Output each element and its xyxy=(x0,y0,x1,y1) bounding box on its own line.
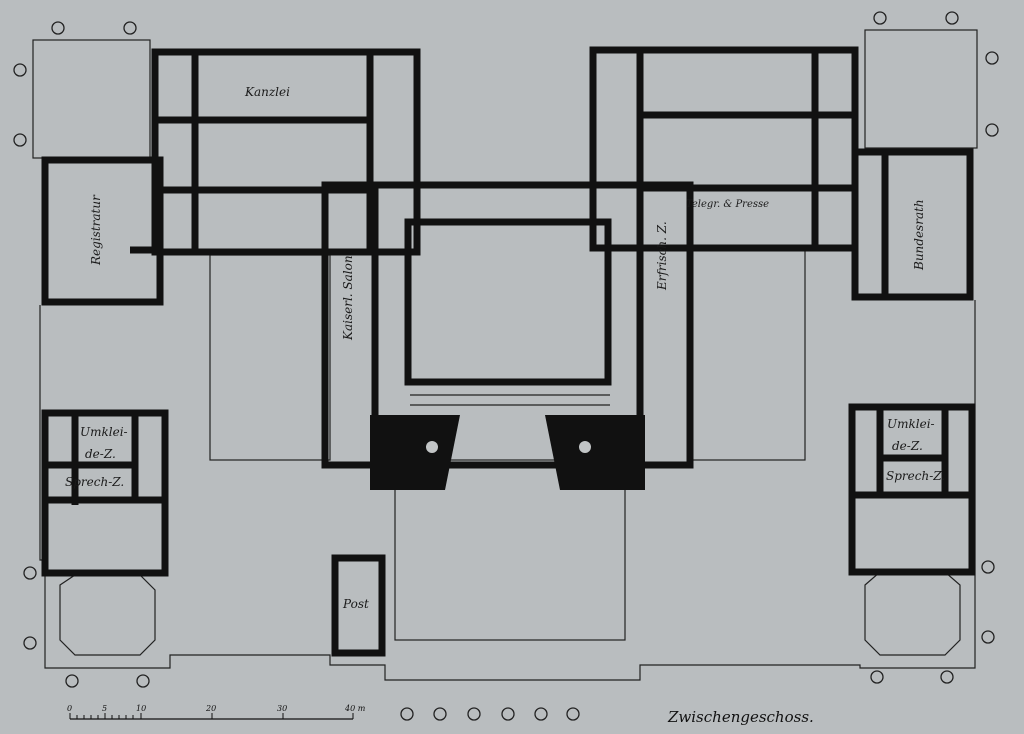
room-label-umkleide-left-2: de-Z. xyxy=(85,447,116,461)
scale-tick: 20 xyxy=(205,704,216,713)
scale-tick: 10 xyxy=(136,704,146,713)
scale-bar: 0 5 10 20 30 40 m xyxy=(67,704,366,720)
columns xyxy=(13,11,999,721)
scale-tick: 5 xyxy=(102,704,107,713)
room-label-post: Post xyxy=(342,597,369,611)
scale-tick: 40 m xyxy=(344,704,366,713)
room-label-sprech-left: Sprech-Z. xyxy=(65,475,124,489)
room-label-telegraph: Telegr. & Presse xyxy=(686,199,769,210)
room-label-umkleide-right-2: de-Z. xyxy=(892,439,923,453)
room-label-kanzlei: Kanzlei xyxy=(244,85,290,99)
post-block xyxy=(331,554,386,657)
room-label-umkleide-left: Umklei- xyxy=(80,425,128,439)
left-wing xyxy=(41,48,421,306)
room-label-umkleide-right: Umklei- xyxy=(887,417,935,431)
room-label-kaiserl-salon: Kaiserl. Salon xyxy=(341,255,355,341)
room-label-bundesrath: Bundesrath xyxy=(912,199,926,271)
room-label-registratur: Registratur xyxy=(89,194,103,266)
right-tower xyxy=(848,403,976,576)
room-label-sprech-right: Sprech-Z. xyxy=(886,469,945,483)
scale-tick: 0 xyxy=(67,704,72,713)
central-block xyxy=(321,181,694,490)
scale-tick: 30 xyxy=(277,704,287,713)
plan-title: Zwischengeschoss. xyxy=(667,708,814,726)
left-tower xyxy=(41,409,169,577)
outer-outline xyxy=(32,29,978,681)
room-label-erfrisch: Erfrisch. Z. xyxy=(655,221,669,291)
